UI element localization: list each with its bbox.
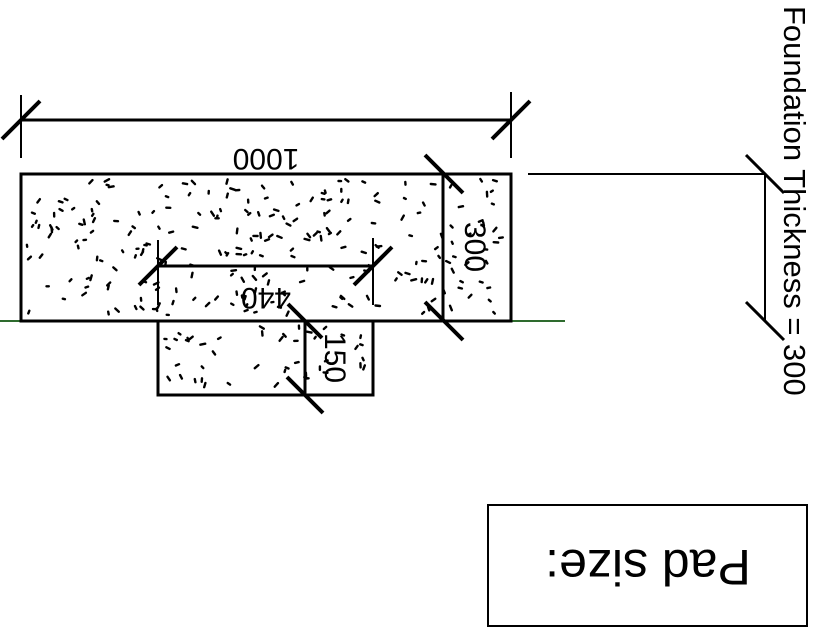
slab-thickness-dimension bbox=[423, 153, 465, 342]
pad-depth-tick-bottom bbox=[285, 375, 325, 415]
slab-thickness-tick-top bbox=[423, 153, 465, 195]
pad-depth-label: 150 bbox=[318, 333, 351, 383]
foundation-pad bbox=[156, 321, 375, 397]
foundation-thickness-leader bbox=[528, 153, 786, 342]
pad-size-label: Pad size: bbox=[545, 539, 751, 595]
pad-depth-dimension bbox=[285, 302, 325, 415]
slab-thickness-label: 300 bbox=[458, 222, 491, 272]
pad-depth-tick-top bbox=[286, 302, 324, 340]
foundation-thickness-note: Foundation Thickness = 300 bbox=[777, 6, 812, 396]
overall-width-label: 1000 bbox=[233, 142, 300, 175]
slab-thickness-tick-bottom bbox=[423, 300, 465, 342]
thickness-leader-tick-bottom bbox=[744, 300, 786, 342]
concrete-hatch bbox=[25, 177, 504, 389]
overall-width-tick-right bbox=[490, 99, 532, 141]
foundation-slab bbox=[19, 172, 513, 323]
overall-width-dimension bbox=[0, 92, 532, 158]
pad-width-tick-right bbox=[352, 245, 394, 287]
pad-width-dimension bbox=[137, 238, 394, 305]
pad-width-tick-left bbox=[137, 245, 179, 287]
pad-width-label: 440 bbox=[241, 281, 291, 314]
thickness-leader-tick-top bbox=[744, 153, 786, 195]
pad-size-box bbox=[487, 504, 808, 627]
overall-width-tick-left bbox=[0, 99, 42, 141]
